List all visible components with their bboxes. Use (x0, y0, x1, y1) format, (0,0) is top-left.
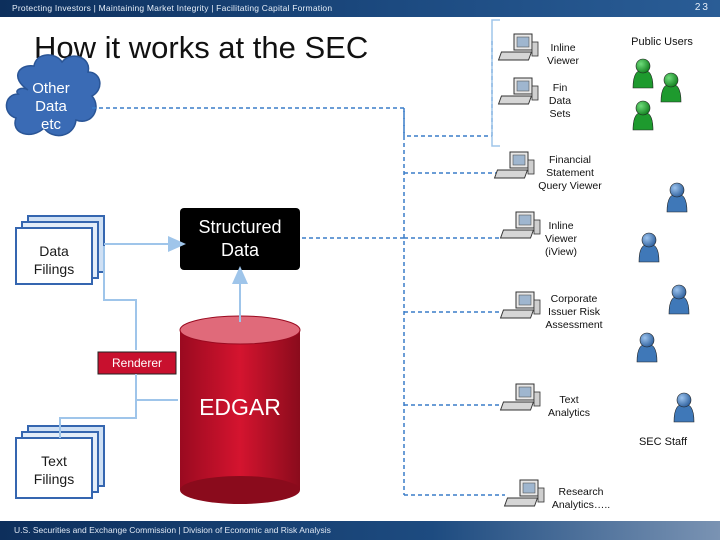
user-icons (632, 58, 695, 423)
edgar-label: EDGAR (199, 394, 281, 420)
computer-icon (499, 291, 541, 319)
solid-connectors (59, 236, 248, 438)
tool-label-research-analytics: Research Analytics….. (551, 486, 611, 511)
edgar-cylinder (179, 315, 301, 504)
user-icon (632, 58, 654, 89)
computer-icon (503, 479, 545, 507)
sec-staff-label: SEC Staff (638, 436, 688, 448)
tool-label-fs-query-viewer: Financial Statement Query Viewer (538, 154, 602, 192)
data-filings-stack (15, 215, 105, 285)
header-tagline: Protecting Investors | Maintaining Marke… (12, 3, 333, 13)
computer-icons (493, 33, 545, 507)
user-icon (636, 332, 658, 363)
computer-icon (499, 383, 541, 411)
public-users-label: Public Users (631, 36, 693, 48)
other-data-label: Other Data etc (32, 80, 70, 133)
tool-label-inline-viewer: Inline Viewer (547, 42, 579, 67)
public-bracket (491, 19, 500, 147)
footer-bar: U.S. Securities and Exchange Commission … (0, 521, 720, 540)
page-title: How it works at the SEC (34, 30, 369, 65)
user-icon (668, 284, 690, 315)
structured-data-box (180, 208, 300, 270)
page-number: 23 (694, 2, 710, 13)
text-filings-label: Text Filings (33, 453, 75, 487)
text-filings-stack (15, 425, 105, 499)
user-icon (660, 72, 682, 103)
user-icon (666, 182, 688, 213)
user-icon (632, 100, 654, 131)
tool-label-text-analytics: Text Analytics (547, 394, 590, 419)
data-filings-label: Data Filings (33, 243, 75, 277)
computer-icon (493, 151, 535, 179)
user-icon (638, 232, 660, 263)
structured-data-label: Structured Data (198, 217, 282, 260)
computer-icon (497, 33, 539, 61)
tool-label-corporate-risk: Corporate Issuer Risk Assessment (545, 293, 603, 331)
tool-label-fin-data-sets: Fin Data Sets (548, 82, 572, 120)
renderer-label: Renderer (111, 356, 163, 370)
computer-icon (497, 77, 539, 105)
computer-icon (499, 211, 541, 239)
tool-label-iview: Inline Viewer (iView) (545, 220, 577, 258)
user-icon (673, 392, 695, 423)
other-data-cloud (5, 54, 101, 137)
footer-text: U.S. Securities and Exchange Commission … (14, 525, 331, 535)
header-bar: Protecting Investors | Maintaining Marke… (0, 0, 720, 17)
